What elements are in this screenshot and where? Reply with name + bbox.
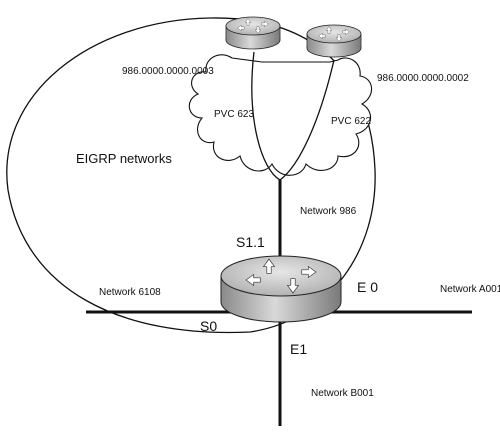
pvc-623-link (251, 51, 281, 181)
pvc-622-link (279, 59, 335, 181)
router-icon (225, 16, 281, 50)
network-b001-label: Network B001 (311, 388, 374, 399)
router-icon (220, 255, 342, 323)
pvc-623-label: PVC 623 (214, 109, 254, 120)
network-a001-label: Network A001 (440, 284, 500, 295)
network-6108-label: Network 6108 (99, 287, 161, 298)
address-left-label: 986.0000.0000.0003 (122, 66, 214, 77)
network-986-label: Network 986 (300, 206, 357, 217)
frame-relay-cloud (188, 54, 373, 176)
interface-e1-label: E1 (290, 341, 307, 357)
interface-e0-label: E 0 (357, 279, 378, 295)
pvc-622-label: PVC 622 (331, 116, 371, 127)
interface-s11-label: S1.1 (236, 234, 265, 250)
eigrp-networks-label: EIGRP networks (76, 151, 172, 166)
address-right-label: 986.0000.0000.0002 (377, 73, 469, 84)
eigrp-boundary (6, 17, 376, 334)
interface-s0-label: S0 (200, 318, 217, 334)
router-icon (306, 24, 362, 58)
